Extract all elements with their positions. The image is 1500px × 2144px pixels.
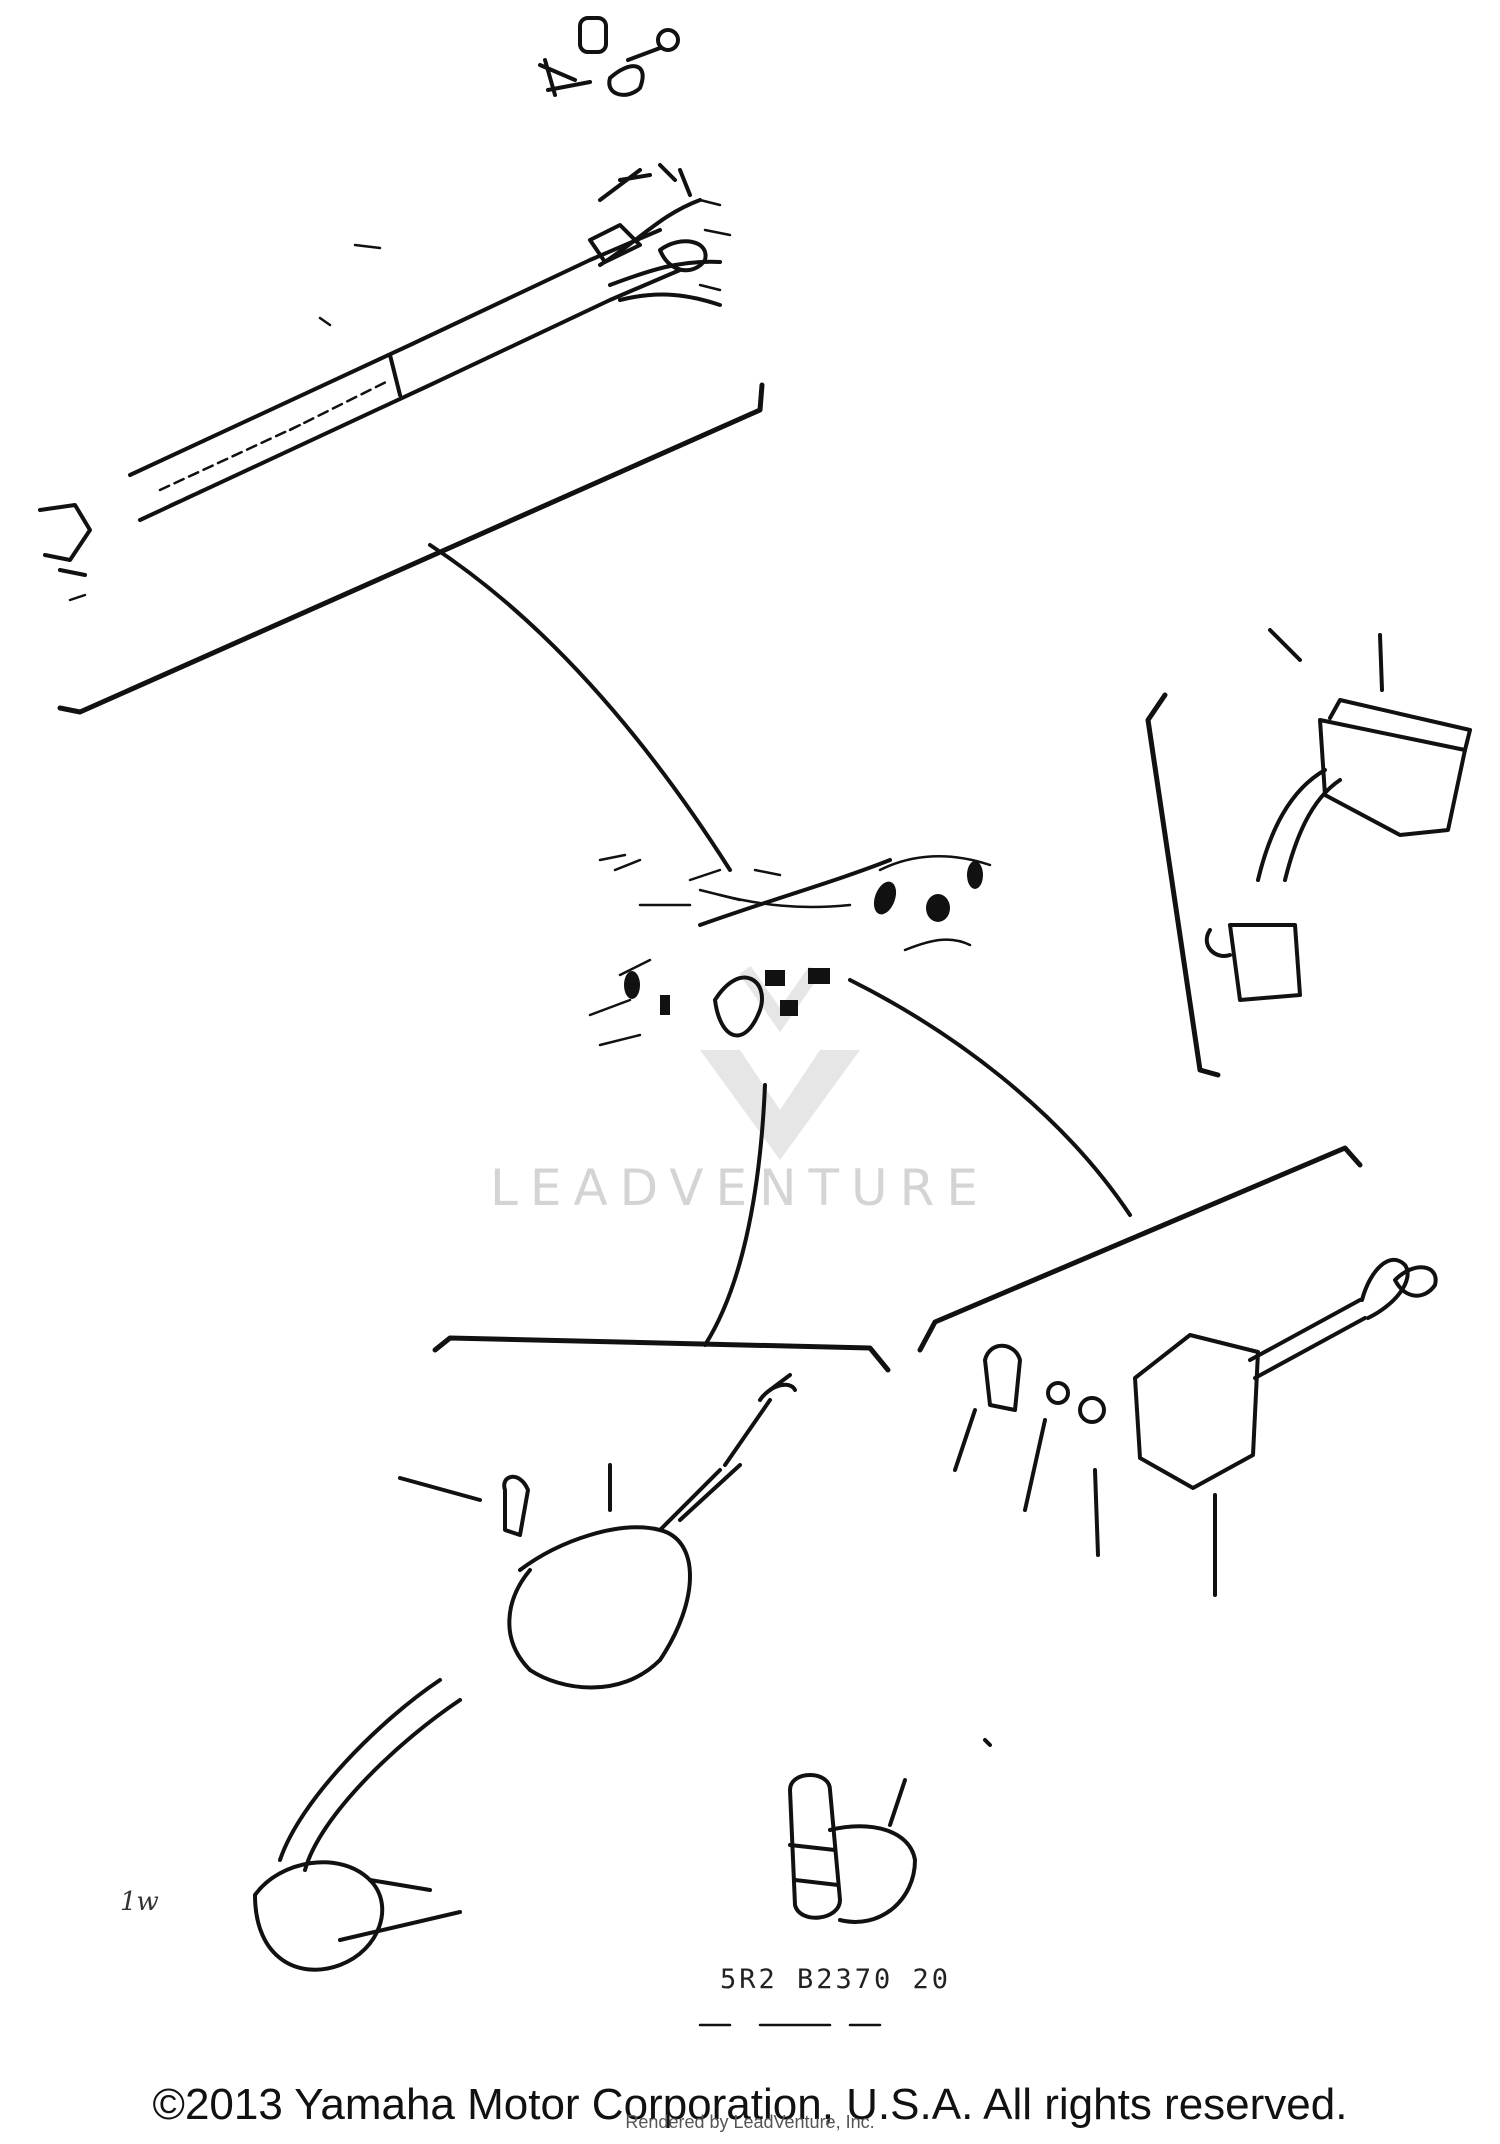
part-code: 5R2 B2370 20 — [720, 1964, 951, 1995]
regulator — [1204, 628, 1472, 1002]
corner-mark: 1w — [120, 1887, 159, 1917]
copyright-notice: ©2013 Yamaha Motor Corporation, U.S.A. A… — [152, 2080, 1348, 2129]
central-junction — [428, 543, 1132, 1347]
watermark-text: LEADVENTURE — [490, 1159, 990, 1217]
ignition-coil — [253, 1373, 797, 1972]
cdi-unit — [1133, 1257, 1438, 1597]
spark-plug-cap — [788, 1738, 992, 1924]
rendered-by-notice: Rendered by LeadVenture, Inc. — [625, 2112, 875, 2132]
bolt-washers — [953, 1343, 1106, 1557]
lower-right-panel — [917, 1145, 1363, 1353]
lower-left-panel — [432, 1335, 891, 1373]
upper-panel — [57, 382, 765, 715]
watermark: LEADVENTURE — [490, 965, 990, 1217]
wire-harness — [38, 163, 732, 602]
top-connectors — [538, 16, 680, 97]
right-panel — [1145, 692, 1221, 1078]
